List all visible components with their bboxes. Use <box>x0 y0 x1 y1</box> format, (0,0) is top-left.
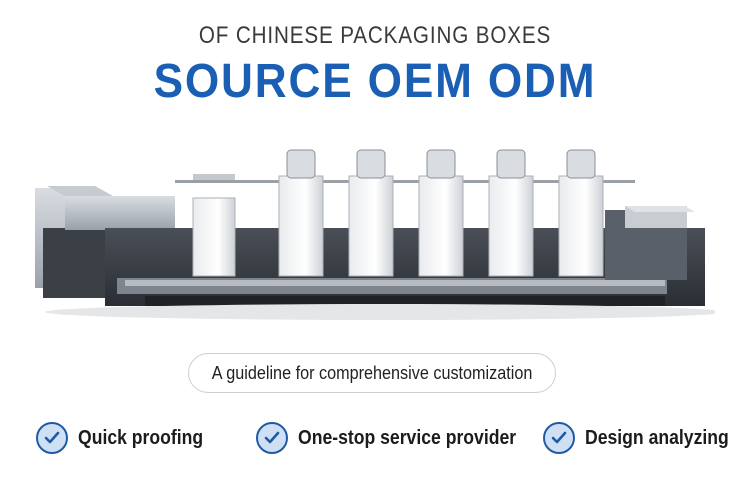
feature-label: Design analyzing <box>585 426 729 449</box>
printing-machine-image <box>35 149 715 320</box>
feature-label: One-stop service provider <box>298 426 517 449</box>
feature-label: Quick proofing <box>78 426 204 449</box>
feature-one-stop-service: One-stop service provider <box>256 418 546 458</box>
tagline-text: A guideline for comprehensive customizat… <box>211 362 533 383</box>
header-subtitle: OF CHINESE PACKAGING BOXES <box>198 22 552 49</box>
check-circle-icon <box>543 422 575 454</box>
tagline-pill: A guideline for comprehensive customizat… <box>188 353 556 393</box>
check-circle-icon <box>256 422 288 454</box>
check-circle-icon <box>36 422 68 454</box>
feature-design-analyzing: Design analyzing <box>543 418 748 458</box>
feature-quick-proofing: Quick proofing <box>36 418 220 458</box>
header-title: SOURCE OEM ODM <box>153 55 597 108</box>
features-row: Quick proofing One-stop service provider… <box>0 418 750 458</box>
